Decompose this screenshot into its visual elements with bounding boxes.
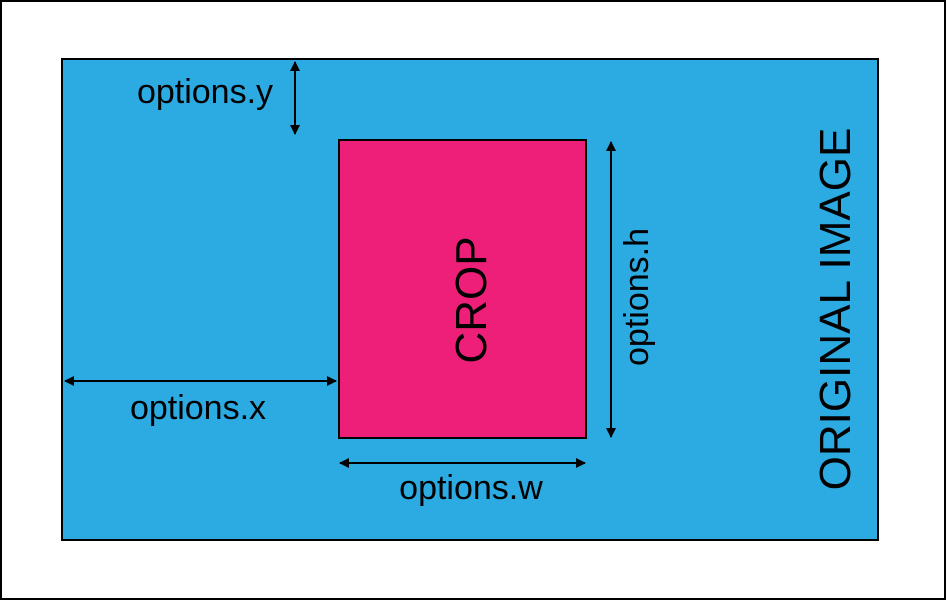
options-w-label: options.w <box>399 469 543 507</box>
options-h-label: options.h <box>618 228 656 366</box>
options-y-label: options.y <box>137 73 273 111</box>
original-image-label: ORIGINAL IMAGE <box>811 128 860 491</box>
crop-area <box>338 139 587 439</box>
options-x-label: options.x <box>130 389 266 427</box>
crop-label: CROP <box>447 236 496 363</box>
